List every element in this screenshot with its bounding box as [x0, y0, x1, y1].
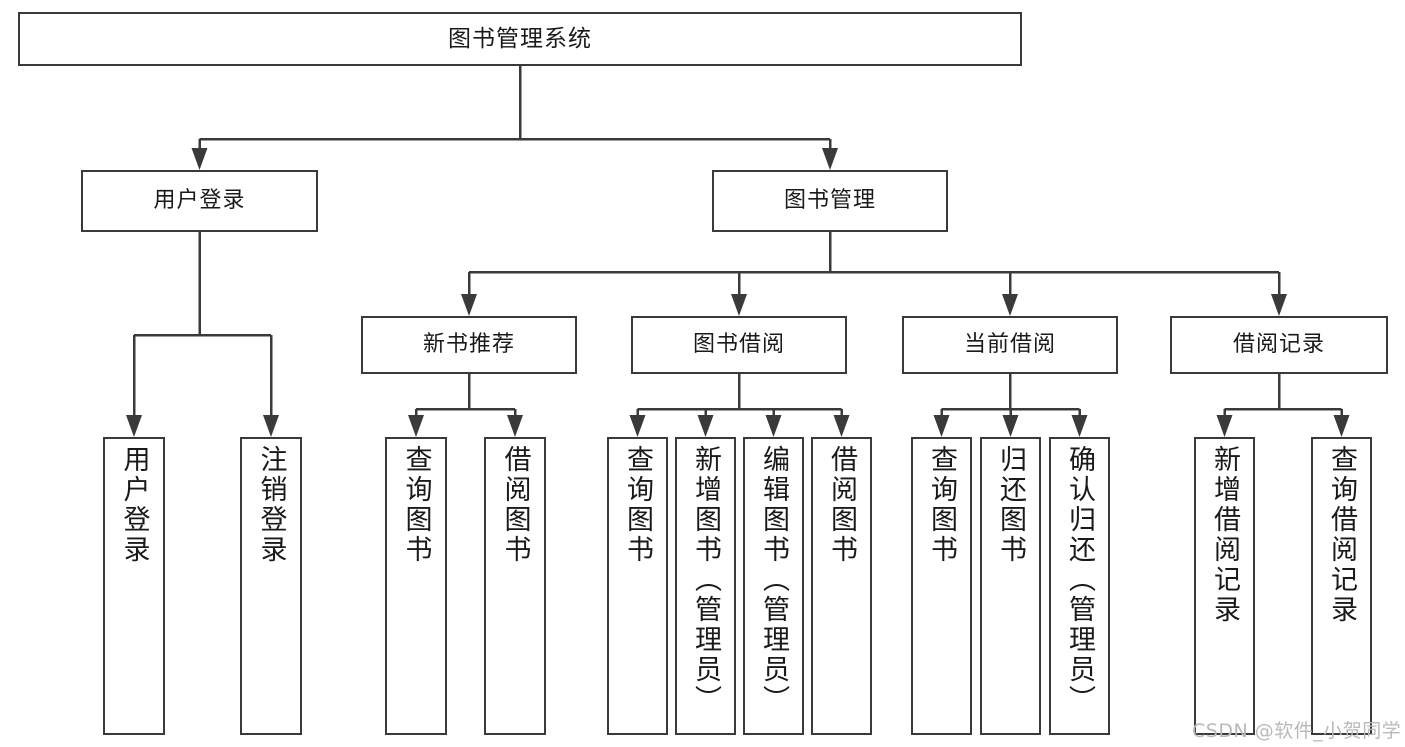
watermark: CSDN @软件_小贺同学 — [1192, 720, 1402, 742]
node-l6: 新增图书（管理员） — [675, 437, 736, 735]
node-label: 新增图书（管理员） — [690, 445, 721, 715]
node-l3: 查询图书 — [385, 437, 447, 735]
node-label: 图书管理 — [783, 188, 876, 213]
node-l2: 注销登录 — [240, 437, 302, 735]
node-l10: 归还图书 — [980, 437, 1041, 735]
node-l11: 确认归还（管理员） — [1049, 437, 1110, 735]
node-l7: 编辑图书（管理员） — [743, 437, 804, 735]
node-label: 用户登录 — [153, 188, 246, 213]
node-label: 编辑图书（管理员） — [758, 445, 789, 715]
node-l9: 查询图书 — [911, 437, 972, 735]
node-label: 查询图书 — [622, 445, 653, 565]
node-label: 新增借阅记录 — [1209, 445, 1240, 625]
node-login: 用户登录 — [81, 170, 318, 232]
node-l4: 借阅图书 — [484, 437, 546, 735]
node-label: 查询借阅记录 — [1326, 445, 1357, 625]
node-label: 用户登录 — [118, 445, 150, 565]
node-label: 注销登录 — [255, 445, 287, 565]
node-l12: 新增借阅记录 — [1194, 437, 1255, 735]
node-label: 当前借阅 — [963, 332, 1056, 357]
node-label: 图书管理系统 — [448, 25, 592, 52]
node-label: 借阅图书 — [499, 445, 531, 565]
node-label: 借阅记录 — [1232, 332, 1325, 357]
node-l13: 查询借阅记录 — [1311, 437, 1372, 735]
node-borrow: 图书借阅 — [631, 316, 847, 374]
node-l5: 查询图书 — [607, 437, 668, 735]
node-bookmgr: 图书管理 — [712, 170, 948, 232]
node-newrec: 新书推荐 — [361, 316, 577, 374]
node-root: 图书管理系统 — [18, 12, 1022, 66]
node-label: 确认归还（管理员） — [1064, 445, 1095, 715]
node-label: 查询图书 — [400, 445, 432, 565]
node-label: 归还图书 — [995, 445, 1026, 565]
node-label: 新书推荐 — [422, 332, 515, 357]
node-history: 借阅记录 — [1170, 316, 1388, 374]
node-label: 借阅图书 — [826, 445, 857, 565]
node-label: 图书借阅 — [692, 332, 785, 357]
node-l8: 借阅图书 — [811, 437, 872, 735]
node-label: 查询图书 — [926, 445, 957, 565]
node-l1: 用户登录 — [103, 437, 165, 735]
node-current: 当前借阅 — [902, 316, 1118, 374]
